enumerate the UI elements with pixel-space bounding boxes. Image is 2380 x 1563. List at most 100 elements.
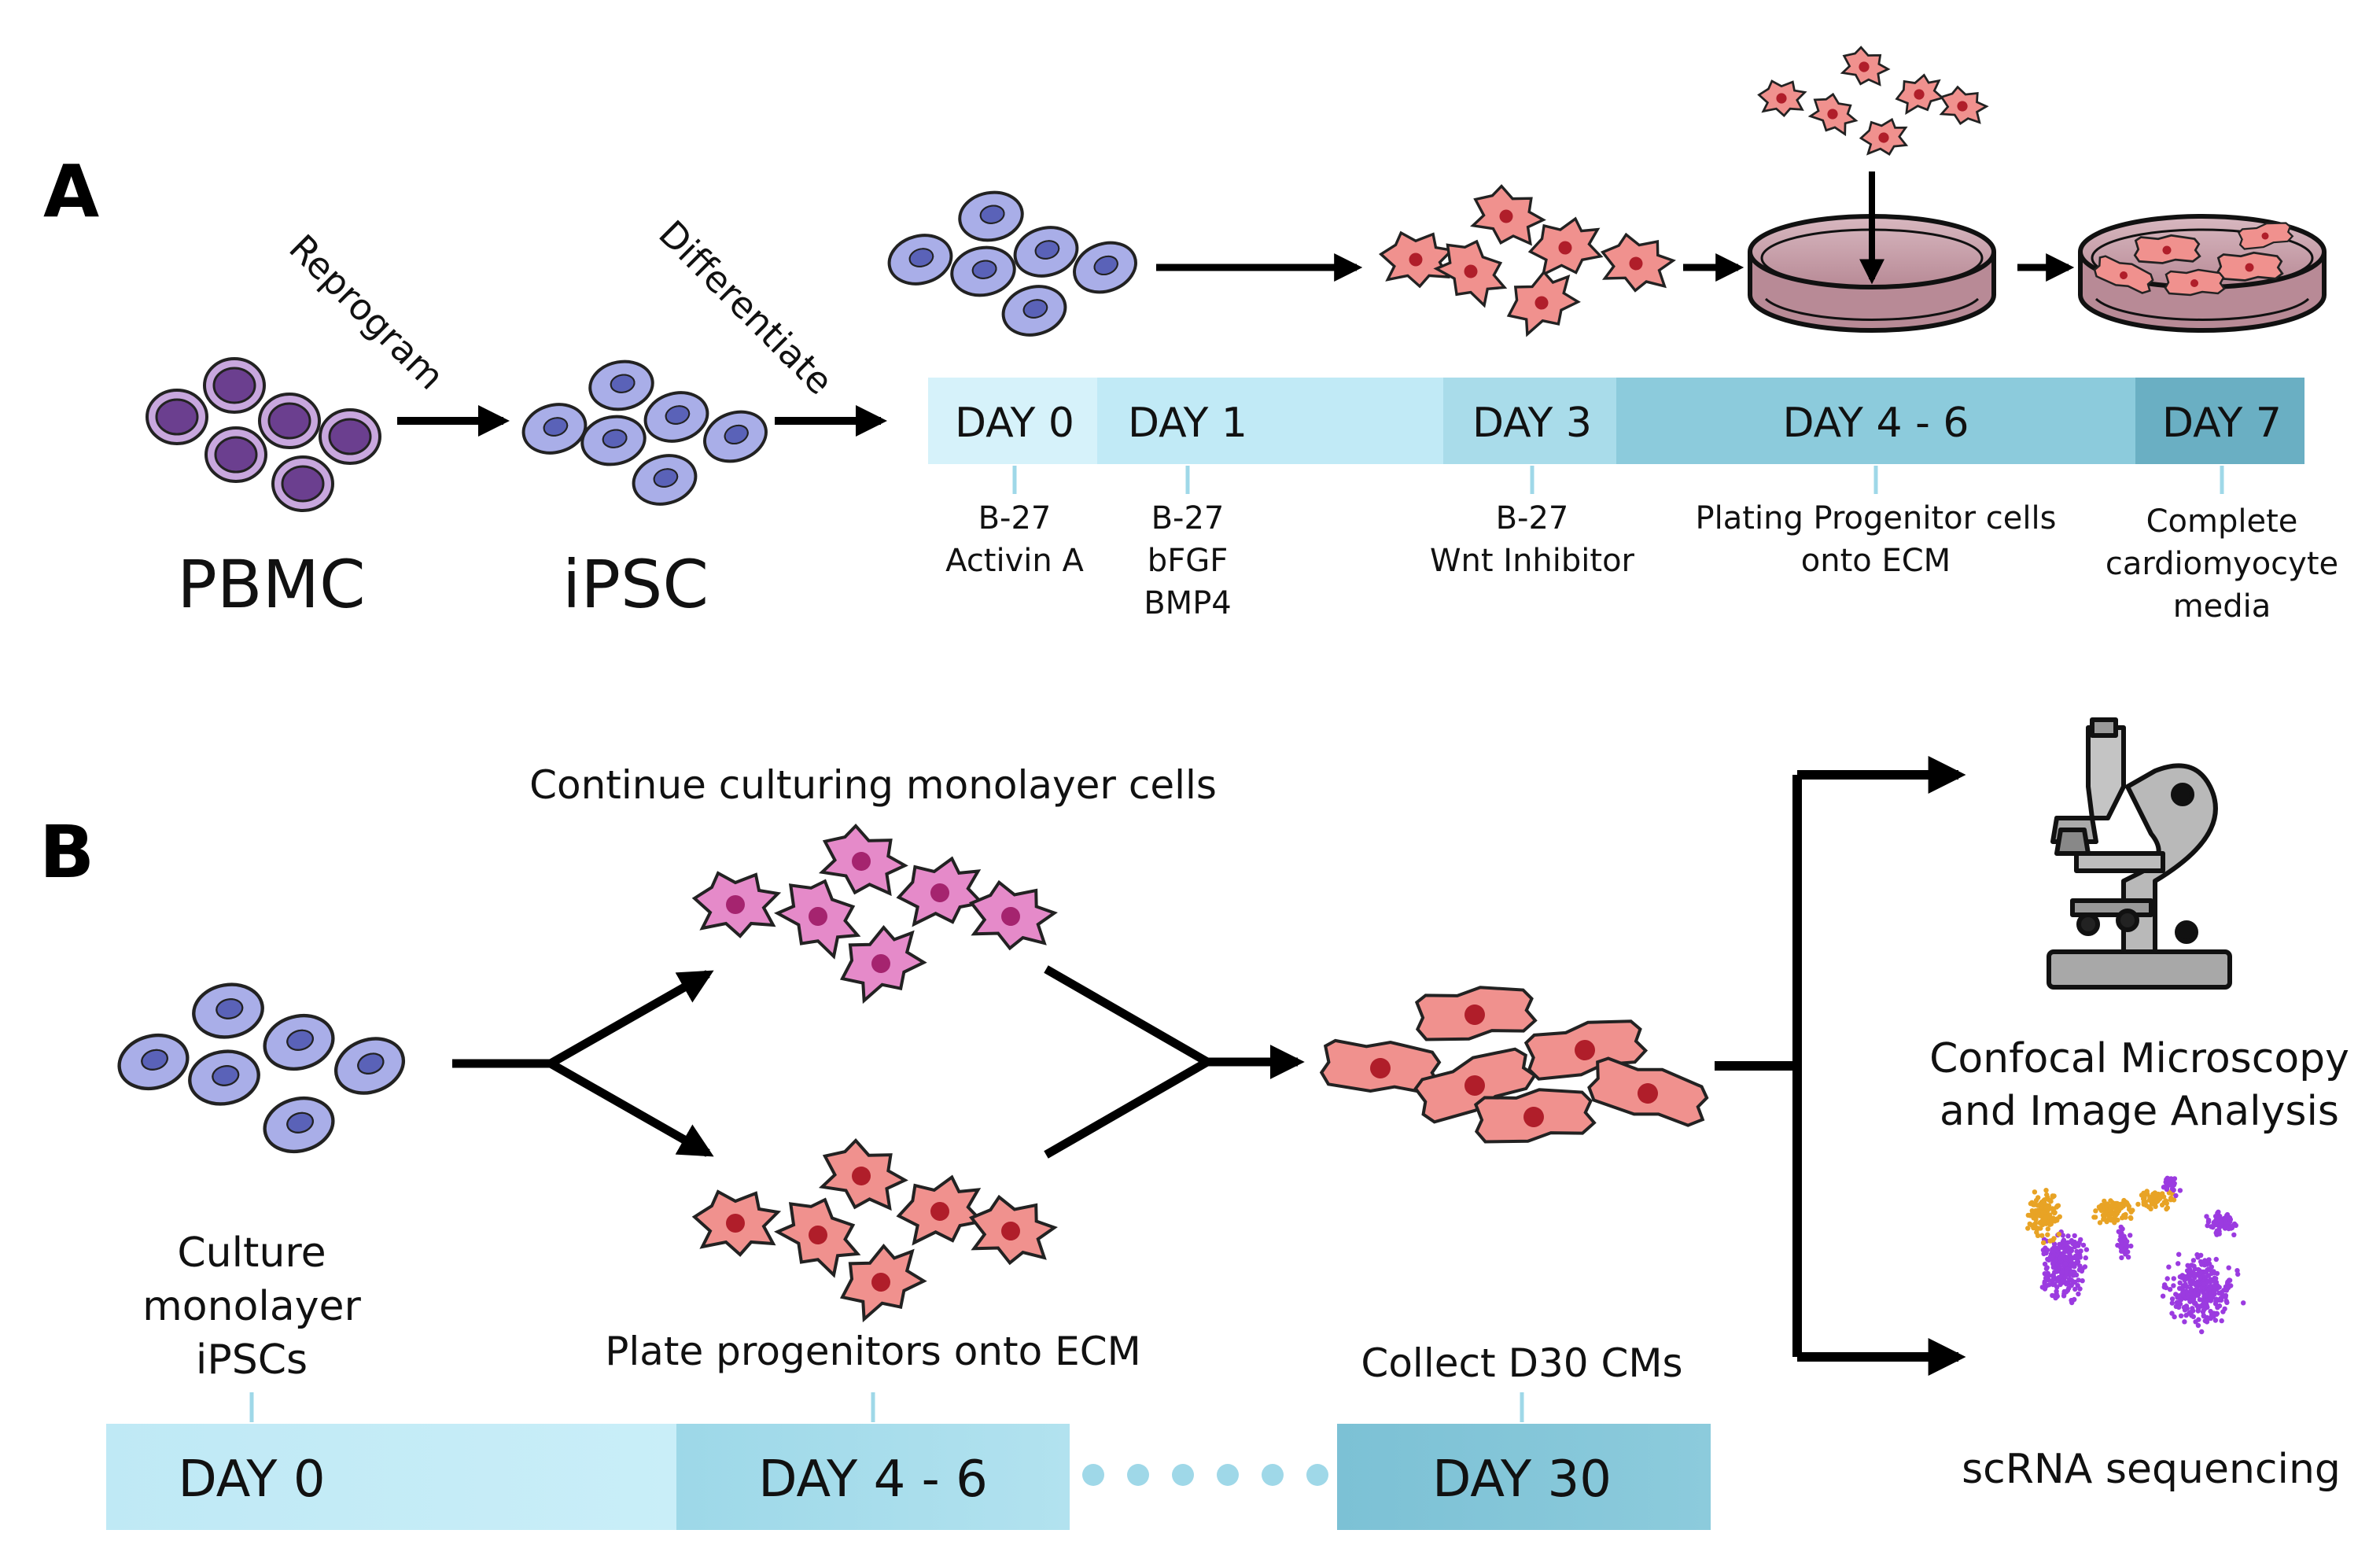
pbmc-label: PBMC	[177, 546, 365, 623]
umap-point	[2028, 1212, 2034, 1218]
umap-point	[2211, 1220, 2216, 1226]
umap-point	[2227, 1215, 2232, 1222]
timeline-b-ticks	[249, 1392, 1524, 1422]
note-day46-line2: onto ECM	[1801, 543, 1951, 579]
umap-point	[2054, 1285, 2060, 1290]
ipsc-label: iPSC	[562, 546, 709, 623]
umap-point	[2074, 1248, 2080, 1255]
continue-culturing-label: Continue culturing monolayer cells	[529, 762, 1217, 808]
ipsc-cluster-a	[516, 355, 775, 513]
continue-culture-cells	[693, 816, 1060, 1013]
umap-point	[2077, 1286, 2083, 1292]
umap-point	[2176, 1252, 2182, 1257]
umap-point	[2038, 1221, 2044, 1226]
umap-point	[2042, 1281, 2047, 1286]
umap-point	[2105, 1201, 2110, 1207]
umap-point	[2097, 1220, 2103, 1226]
timeline-a-ticks	[1012, 466, 2224, 494]
umap-point	[2031, 1225, 2036, 1231]
umap-point	[2039, 1285, 2045, 1290]
umap-point	[2190, 1314, 2196, 1320]
umap-point	[2212, 1284, 2218, 1290]
timeline-a-day0: DAY 0	[955, 400, 1074, 447]
umap-point	[2062, 1274, 2068, 1280]
umap-point	[2125, 1255, 2131, 1260]
microscope-icon	[2047, 717, 2232, 990]
umap-point	[2213, 1298, 2219, 1304]
umap-point	[2235, 1271, 2241, 1277]
umap-point	[2171, 1283, 2176, 1288]
umap-point	[2188, 1298, 2194, 1303]
umap-point	[2191, 1300, 2198, 1307]
culture-label-line1: Culture	[177, 1229, 326, 1277]
umap-point	[2189, 1291, 2195, 1297]
umap-point	[2183, 1288, 2189, 1294]
umap-point	[2219, 1318, 2224, 1324]
umap-point	[2176, 1304, 2182, 1310]
umap-point	[2216, 1290, 2222, 1296]
umap-point	[2173, 1292, 2179, 1297]
umap-point	[2202, 1258, 2208, 1263]
cardiomyocyte-cluster	[1318, 981, 1715, 1148]
timeline-b	[106, 1424, 1711, 1530]
umap-point	[2044, 1192, 2050, 1198]
umap-point	[2167, 1287, 2173, 1292]
umap-point	[2141, 1190, 2146, 1196]
umap-point	[2096, 1204, 2102, 1210]
umap-point	[2198, 1275, 2203, 1281]
umap-point	[2225, 1285, 2231, 1291]
umap-point	[2181, 1304, 2187, 1310]
confocal-label-line1: Confocal Microscopy	[1929, 1035, 2349, 1082]
umap-point	[2226, 1226, 2231, 1232]
umap-point	[2201, 1281, 2207, 1287]
reprogram-label: Reprogram	[281, 227, 452, 398]
umap-point	[2043, 1245, 2048, 1251]
umap-point	[2213, 1256, 2219, 1263]
scrna-label: scRNA sequencing	[1962, 1446, 2341, 1493]
umap-point	[2049, 1255, 2054, 1261]
umap-point	[2200, 1303, 2205, 1308]
umap-point	[2217, 1218, 2223, 1223]
umap-point	[2032, 1221, 2039, 1226]
umap-point	[2143, 1203, 2150, 1208]
output-branch-arrows	[1715, 756, 1966, 1376]
umap-point	[2171, 1276, 2176, 1281]
umap-point	[2113, 1218, 2118, 1223]
umap-point	[2083, 1247, 2090, 1252]
umap-point	[2190, 1306, 2195, 1311]
umap-point	[2199, 1329, 2205, 1335]
umap-point	[2080, 1242, 2087, 1248]
umap-point	[2182, 1319, 2187, 1325]
ipsc-cluster-b	[113, 979, 411, 1159]
umap-point	[2043, 1266, 2050, 1272]
umap-point	[2164, 1276, 2170, 1281]
umap-point	[2072, 1233, 2077, 1239]
umap-point	[2039, 1233, 2045, 1238]
umap-point	[2092, 1215, 2098, 1220]
umap-point	[2102, 1210, 2108, 1215]
umap-point	[2054, 1288, 2059, 1294]
umap-point	[2216, 1303, 2223, 1309]
umap-point	[2126, 1207, 2132, 1212]
umap-point	[2041, 1251, 2047, 1257]
umap-point	[2069, 1282, 2074, 1288]
umap-point	[2054, 1267, 2060, 1274]
culture-label-line3: iPSCs	[196, 1336, 308, 1384]
timeline-a-labels: DAY 0 DAY 1 DAY 3 DAY 4 - 6 DAY 7	[955, 400, 2282, 447]
umap-point	[2060, 1278, 2065, 1285]
umap-point	[2230, 1223, 2235, 1229]
umap-point	[2046, 1197, 2052, 1203]
umap-point	[2078, 1237, 2083, 1243]
umap-point	[2158, 1193, 2164, 1199]
umap-point	[2061, 1241, 2066, 1248]
umap-point	[2153, 1198, 2160, 1204]
panel-b-letter: B	[39, 810, 94, 894]
umap-point	[2212, 1270, 2217, 1276]
umap-point	[2169, 1310, 2175, 1316]
umap-point	[2102, 1198, 2107, 1204]
umap-point	[2208, 1308, 2213, 1314]
umap-point	[2050, 1273, 2055, 1278]
confocal-label-line2: and Image Analysis	[1940, 1088, 2339, 1135]
umap-point	[2113, 1207, 2119, 1213]
